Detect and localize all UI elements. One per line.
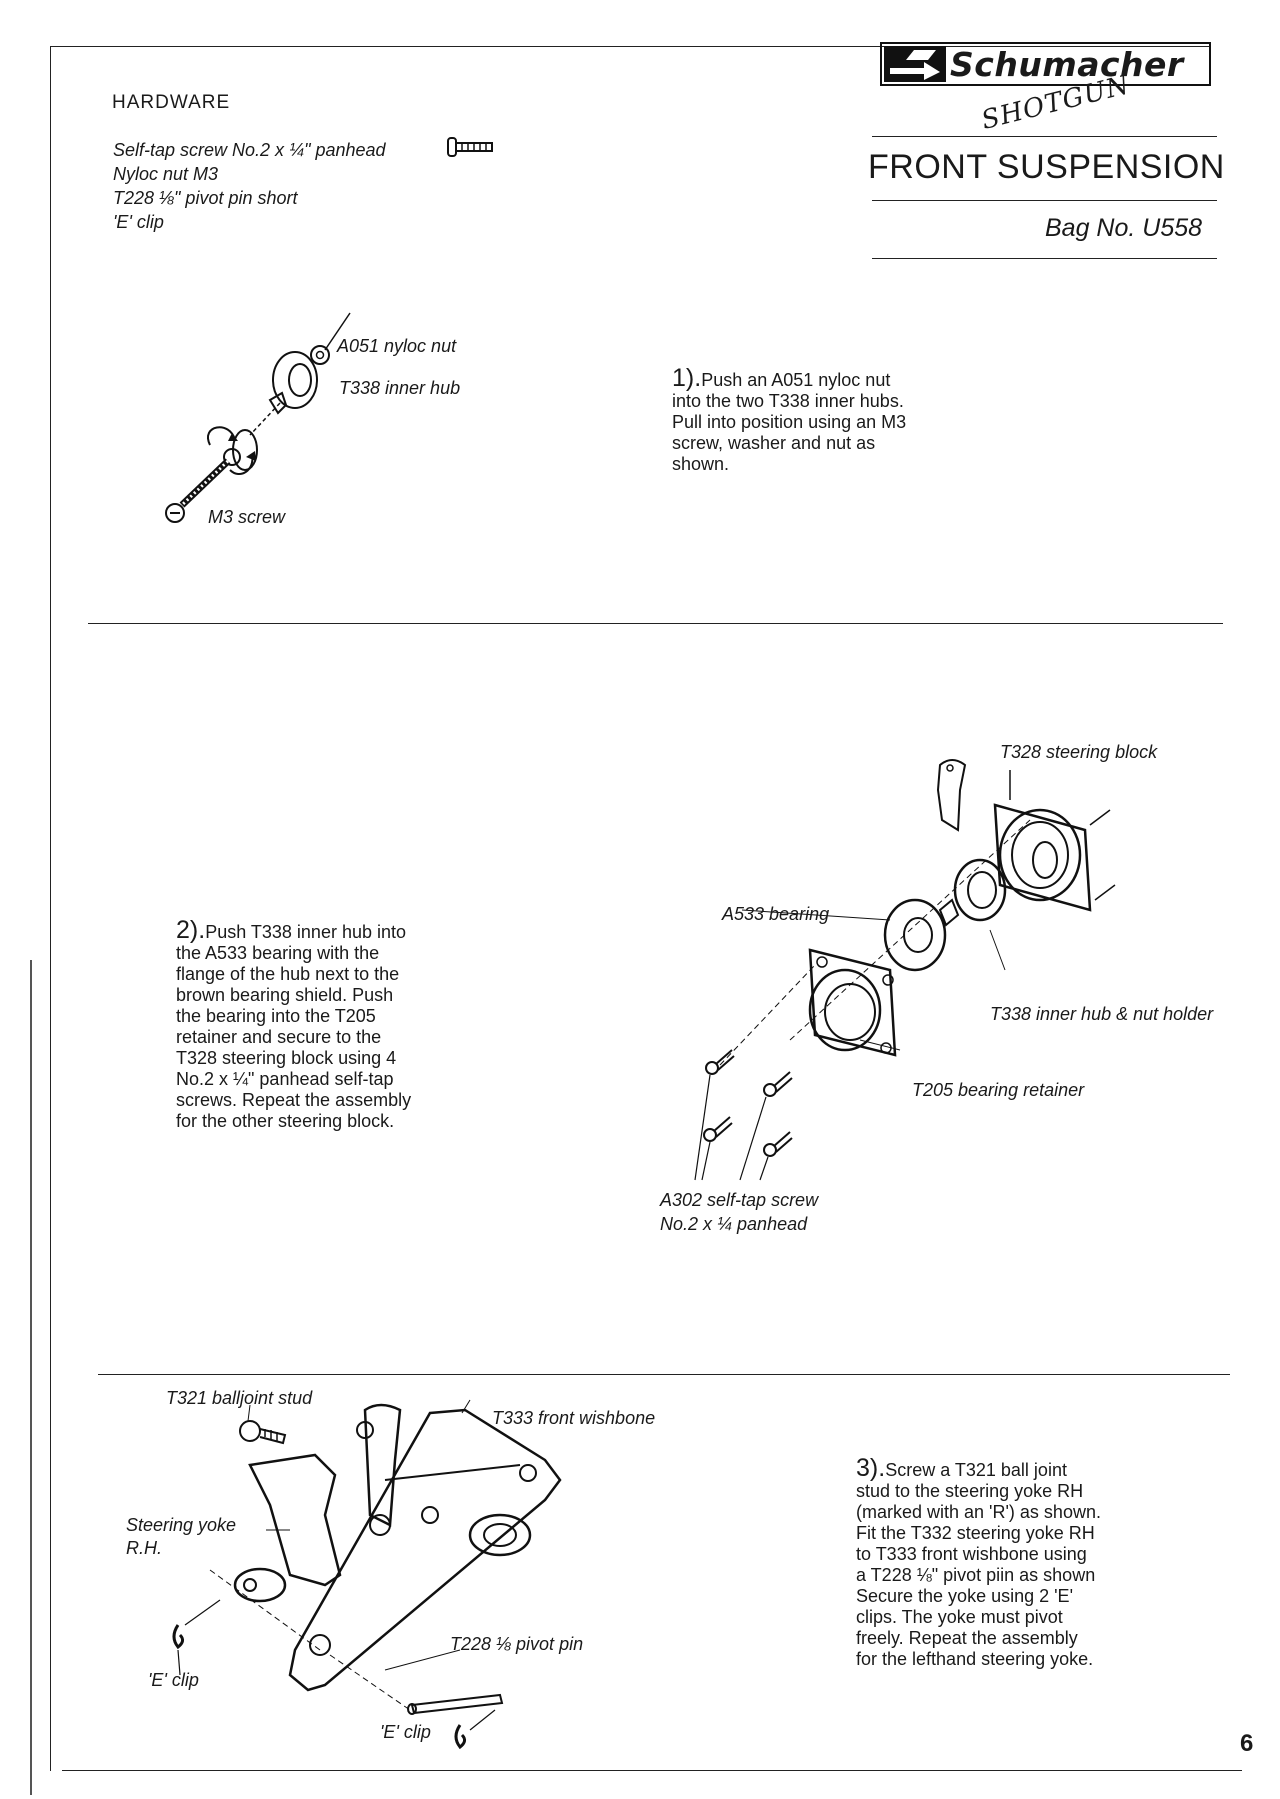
step3-number: 3). [856, 1454, 886, 1482]
header-rule-3 [872, 258, 1217, 259]
header-rule-2 [872, 200, 1217, 201]
step2-label-bearing: A533 bearing [722, 904, 830, 924]
step3-line: to T333 front wishbone using [856, 1544, 1087, 1564]
step1-number: 1). [672, 364, 702, 392]
step2-label-block: T328 steering block [1000, 742, 1158, 762]
step1-text: 1).Push an A051 nyloc nut into the two T… [672, 366, 907, 475]
step3-label-stud: T321 balljoint stud [166, 1388, 313, 1408]
step3-line: stud to the steering yoke RH [856, 1481, 1084, 1501]
step3-label-wishbone: T333 front wishbone [492, 1408, 656, 1428]
bag-number: Bag No. U558 [1045, 214, 1203, 242]
step3-line: clips. The yoke must pivot [856, 1607, 1063, 1627]
step3-text: 3).Screw a T321 ball joint stud to the s… [856, 1456, 1101, 1670]
step3-label-pin: T228 ⅛ pivot pin [450, 1634, 584, 1654]
brand-logo: Schumacher [880, 42, 1211, 86]
step3-line: Fit the T332 steering yoke RH [856, 1523, 1095, 1543]
step3-line: a T228 ⅛" pivot piin as shown [856, 1565, 1096, 1585]
step2-label-screw: A302 self-tap screw [660, 1190, 819, 1210]
step3-label-yoke-side: R.H. [126, 1538, 162, 1558]
hardware-item: Self-tap screw No.2 x ¼" panhead [113, 140, 386, 160]
hardware-item: Nyloc nut M3 [113, 164, 219, 184]
step1-line: shown. [672, 454, 730, 474]
step1-label-nut: A051 nyloc nut [337, 336, 457, 356]
frame-left [50, 46, 51, 1771]
page-number: 6 [1240, 1730, 1254, 1757]
step2-line: No.2 x ¼" panhead self-tap [176, 1069, 394, 1089]
step2-line: screws. Repeat the assembly [176, 1090, 412, 1110]
step2-line: brown bearing shield. Push [176, 985, 394, 1005]
step2-line: the bearing into the T205 [176, 1006, 376, 1026]
hardware-item: 'E' clip [113, 212, 164, 232]
step2-label-retainer: T205 bearing retainer [912, 1080, 1085, 1100]
step3-line: Secure the yoke using 2 'E' [856, 1586, 1074, 1606]
page-title: FRONT SUSPENSION [868, 148, 1225, 186]
step1-line: into the two T338 inner hubs. [672, 391, 904, 411]
step1-label-hub: T338 inner hub [339, 378, 461, 398]
hardware-title: HARDWARE [112, 92, 231, 113]
step3-line: for the lefthand steering yoke. [856, 1649, 1094, 1669]
step1-line: Push an A051 nyloc nut [701, 370, 891, 390]
page-edge-mark [30, 960, 32, 1795]
step3-line: (marked with an 'R') as shown. [856, 1502, 1101, 1522]
step3-label-clip-left: 'E' clip [148, 1670, 199, 1690]
step1-label-screw: M3 screw [208, 507, 286, 527]
step1-diagram [165, 312, 351, 523]
step1-line: screw, washer and nut as [672, 433, 876, 453]
section-divider [88, 623, 1223, 624]
step3-label-clip-bottom: 'E' clip [380, 1722, 431, 1742]
frame-top [50, 46, 1210, 47]
step2-line: for the other steering block. [176, 1111, 395, 1131]
step2-line: T328 steering block using 4 [176, 1048, 397, 1068]
step2-diagram [694, 759, 1116, 1181]
step2-label-hub: T338 inner hub & nut holder [990, 1004, 1214, 1024]
step3-label-yoke: Steering yoke [126, 1515, 237, 1535]
step3-diagram [172, 1399, 562, 1750]
header-rule-1 [872, 136, 1217, 137]
step2-line: Push T338 inner hub into [205, 922, 406, 942]
step2-line: flange of the hub next to the [176, 964, 400, 984]
screw-icon [447, 137, 493, 157]
step2-line: retainer and secure to the [176, 1027, 382, 1047]
brand-name: Schumacher [950, 44, 1184, 84]
step3-line: Screw a T321 ball joint [885, 1460, 1067, 1480]
hardware-item: T228 ⅛" pivot pin short [113, 188, 298, 208]
step2-line: the A533 bearing with the [176, 943, 380, 963]
step3-line: freely. Repeat the assembly [856, 1628, 1078, 1648]
section-divider [98, 1374, 1230, 1375]
step2-label-screw-size: No.2 x ¼ panhead [660, 1214, 808, 1234]
step1-line: Pull into position using an M3 [672, 412, 907, 432]
step2-text: 2).Push T338 inner hub into the A533 bea… [176, 918, 412, 1132]
step2-number: 2). [176, 916, 206, 944]
logo-arrow-icon [884, 46, 946, 82]
frame-bottom [62, 1770, 1242, 1771]
